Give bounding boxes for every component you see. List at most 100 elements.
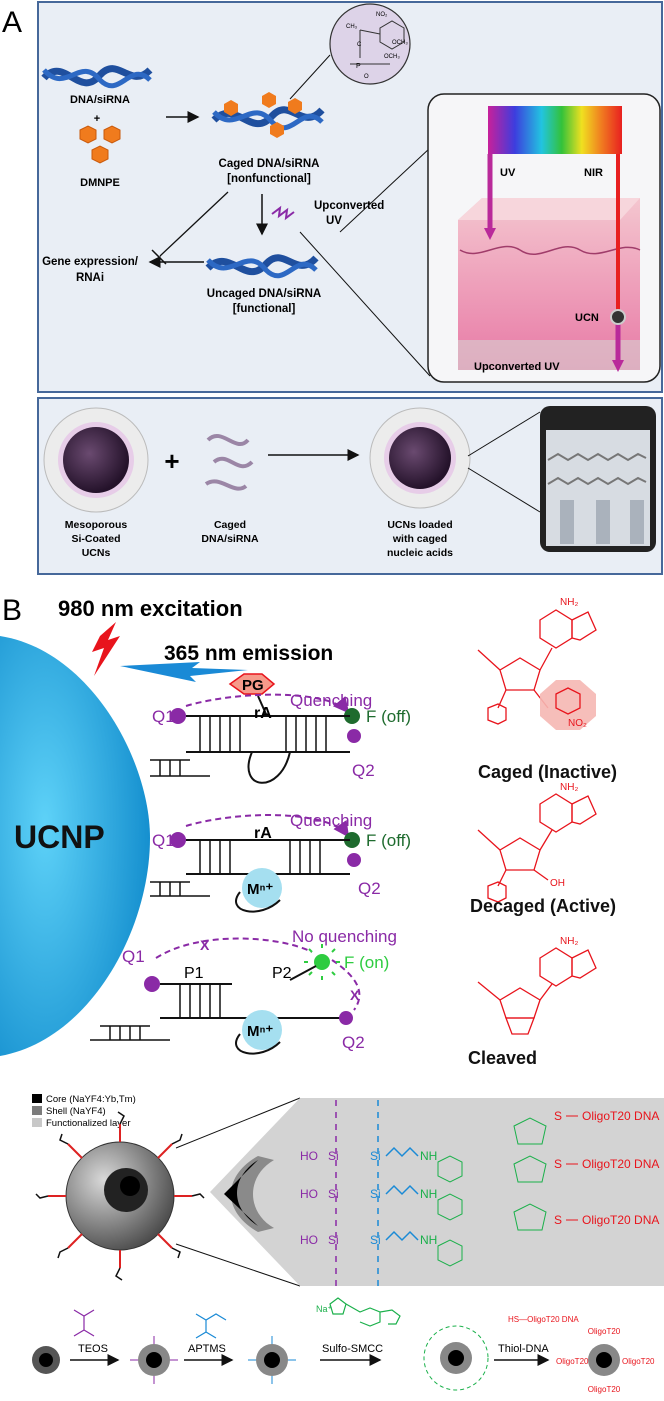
plus-label: + (94, 113, 100, 125)
chem-och3-a: OCH₃ (392, 40, 408, 46)
gene-label-2: RNAi (76, 272, 104, 284)
pore-inset (540, 406, 656, 552)
nir-label: NIR (584, 167, 603, 179)
chem-no2: NO₂ (376, 12, 388, 18)
legend-core: Core (NaYF4:Yb,Tm) (46, 1094, 136, 1105)
nh-label-3: NH (420, 1233, 437, 1247)
caged-group-highlight (540, 680, 596, 730)
nh-label-1: NH (420, 1149, 437, 1163)
inset-line-1 (339, 147, 431, 233)
caged-label-1: Caged DNA/siRNA (219, 158, 320, 170)
q2-label-1: Q2 (352, 761, 375, 780)
loaded-ucn-icon (369, 407, 471, 509)
mn-label-2: Mⁿ⁺ (247, 1023, 273, 1040)
meso-label-2: Si-Coated (71, 533, 120, 545)
pore-zoom-line (467, 411, 541, 457)
chem-c: C (357, 42, 362, 48)
s-label-1: S (554, 1109, 562, 1123)
ucnp-sphere (0, 636, 150, 1056)
quencher-q2-icon-1 (347, 729, 361, 743)
functionalized-nanoparticle-icon (35, 1111, 205, 1281)
gene-label-1: Gene expression/ (42, 256, 139, 268)
caged2-label-1: Caged (214, 519, 246, 531)
decaged-nucleotide-structure (477, 793, 597, 903)
chem-p: P (356, 63, 361, 70)
sensor-row-1: Quenching F (off) Q1 rA Q2 (150, 691, 411, 784)
plus2-label: + (164, 446, 179, 476)
ucnp-label: UCNP (14, 819, 105, 855)
sensor-row-3: X X No quenching F (on) Q1 P1 P2 Mⁿ⁺ Q2 (90, 927, 397, 1055)
sulfo-smcc-label: Sulfo-SMCC (322, 1343, 383, 1355)
fluorophore-on-icon (304, 944, 340, 980)
inset-line-2 (299, 231, 431, 377)
emission-label: 365 nm emission (164, 642, 333, 665)
excitation-bolt-icon (92, 622, 120, 676)
metal-ion-icon-2 (242, 1010, 282, 1050)
chem-ch3: CH₃ (346, 24, 358, 30)
excitation-label: 980 nm excitation (58, 596, 243, 621)
dna-helix-icon (41, 65, 153, 89)
si-label-1a: Si (328, 1149, 339, 1163)
nh2-label-1: NH₂ (560, 597, 578, 608)
legend-layer: Functionalized layer (46, 1118, 131, 1129)
uncaged-label-1: Uncaged DNA/siRNA (207, 288, 321, 300)
quencher-q1-icon-1 (170, 708, 186, 724)
q1-label-3: Q1 (122, 947, 145, 966)
fluorophore-off-icon-2 (344, 832, 360, 848)
x-mark-2: X (350, 987, 360, 1003)
rainbow-bar (488, 106, 622, 154)
p2-label: P2 (272, 965, 292, 982)
na-label: Na⁺ (316, 1304, 333, 1314)
panel-a-letter: A (2, 6, 22, 39)
smcc-molecule-icon (329, 1297, 401, 1327)
legend: Core (NaYF4:Yb,Tm) Shell (NaYF4) Functio… (32, 1094, 136, 1129)
uncaged-dna-icon (205, 254, 319, 279)
legend-shell: Shell (NaYF4) (46, 1106, 106, 1117)
oligot20-label-bottom: OligoT20 (588, 1385, 621, 1394)
oligot20-label: OligoT20 (622, 1357, 655, 1366)
nh-label-2: NH (420, 1187, 437, 1201)
uncaged-label-2: [functional] (233, 303, 296, 315)
x-mark-1: X (200, 937, 210, 953)
panel-b-letter: B (2, 594, 22, 627)
p1-label: P1 (184, 965, 204, 982)
caged-dna-icon (211, 92, 325, 138)
loaded-label-2: with caged (392, 533, 447, 545)
particle-edge (231, 1156, 274, 1232)
zoom-line-c1 (175, 1097, 301, 1149)
cleaved-nucleotide-structure (477, 947, 597, 1035)
aptms-molecule-icon (195, 1313, 227, 1339)
aptms-label: APTMS (188, 1343, 226, 1355)
mn-label-1: Mⁿ⁺ (247, 881, 273, 898)
chem-o: O (364, 74, 369, 80)
pore-zoom-line-2 (467, 467, 541, 513)
teos-molecule-icon (73, 1309, 95, 1337)
chem-och3-b: OCH₃ (384, 54, 400, 60)
oligot20-label-top: OligoT20 (588, 1327, 621, 1336)
ucn-dot-icon (610, 309, 626, 325)
decaged-active-label: Decaged (Active) (470, 896, 616, 916)
q1-label-1: Q1 (152, 707, 175, 726)
mesoporous-ucn-icon (43, 407, 149, 513)
s-label-3: S (554, 1213, 562, 1227)
dna-sirna-label: DNA/siRNA (70, 94, 130, 106)
loaded-label-1: UCNs loaded (387, 519, 452, 531)
upconverted-label-1: Upconverted (314, 200, 384, 212)
caged2-label-2: DNA/siRNA (201, 533, 259, 545)
pg-label: PG (242, 677, 264, 694)
sensor-row-2: Quenching F (off) Q1 rA Mⁿ⁺ Q2 (150, 811, 411, 913)
s-label-2: S (554, 1157, 562, 1171)
loaded-label-3: nucleic acids (387, 547, 453, 559)
dmnpe-hexagon-icons (79, 125, 121, 164)
quencher-q2-icon-3 (339, 1011, 353, 1025)
synthesis-scheme: TEOS APTMS Sulfo-SMCC Na⁺ Thiol-DNA HS—O… (32, 1297, 655, 1394)
particle-core-edge (224, 1160, 258, 1226)
caged-label-2: [nonfunctional] (227, 173, 311, 185)
si-label-3a: Si (328, 1233, 339, 1247)
si-label-3b: Si (370, 1233, 381, 1247)
zoom-line-c2 (175, 1243, 301, 1287)
ho-label-1: HO (300, 1149, 318, 1163)
ra-label-2: rA (254, 825, 272, 842)
q2-label-2: Q2 (358, 879, 381, 898)
